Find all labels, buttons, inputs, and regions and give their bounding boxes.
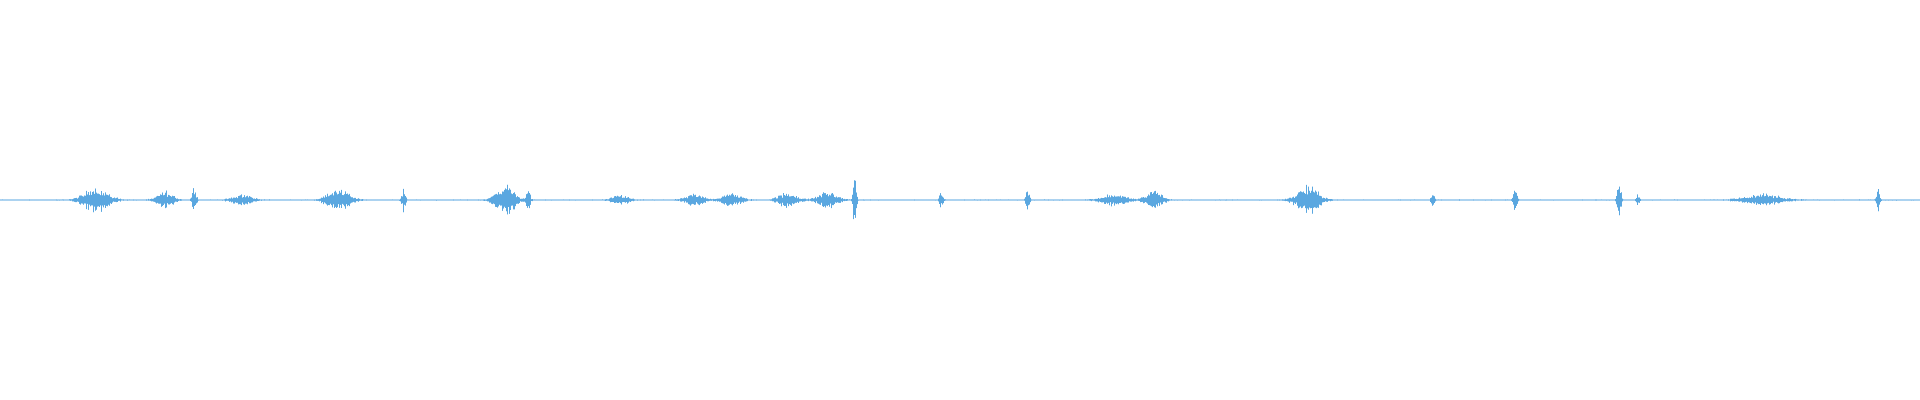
waveform-signal <box>0 180 1920 220</box>
